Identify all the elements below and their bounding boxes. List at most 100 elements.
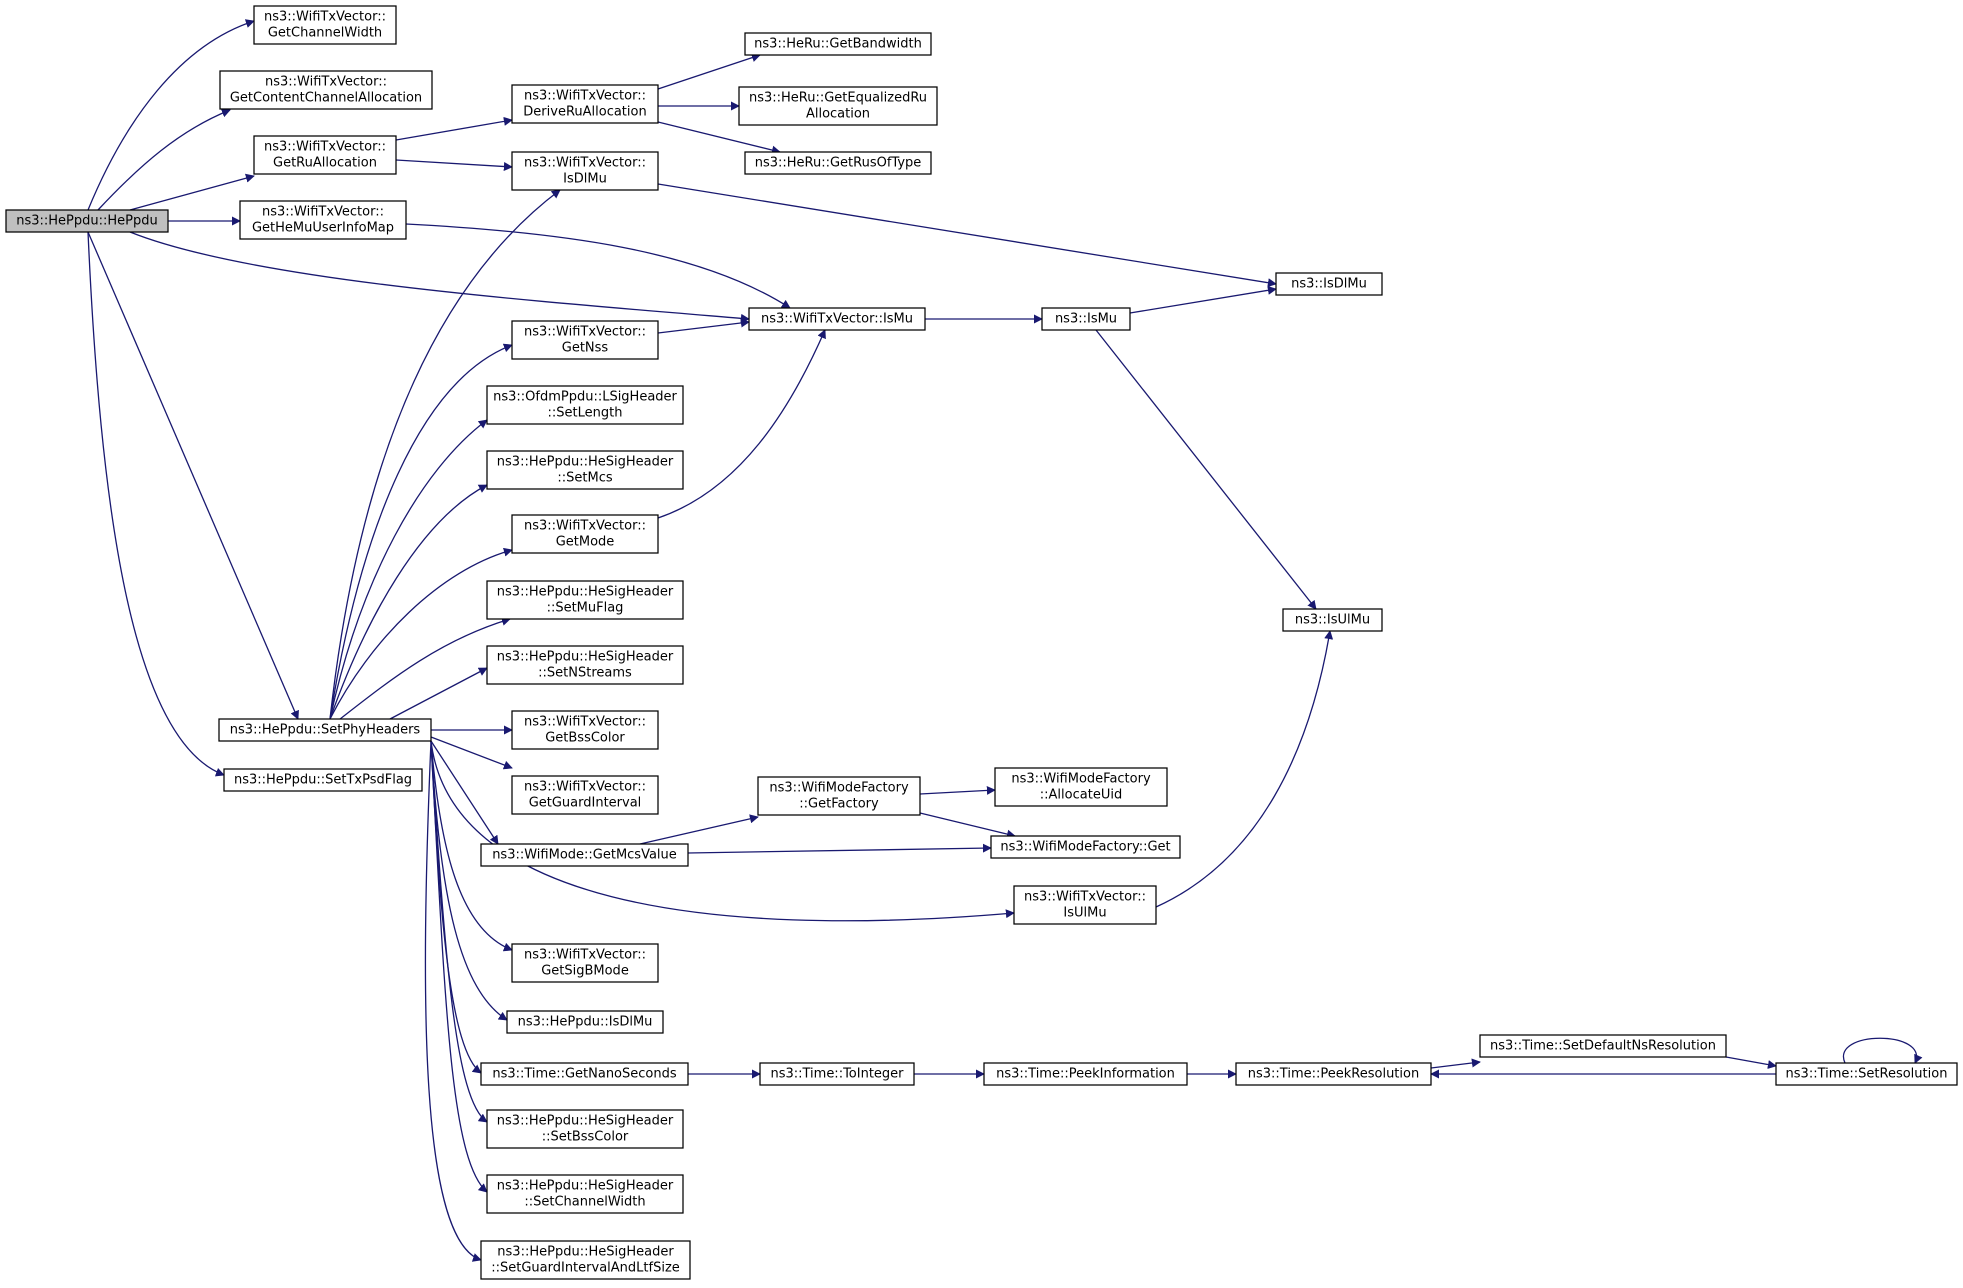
node-label: ns3::IsDlMu bbox=[1291, 277, 1367, 292]
edge-sph-to-gnano bbox=[430, 740, 482, 1074]
node-setmuf[interactable]: ns3::HePpdu::HeSigHeader::SetMuFlag bbox=[486, 580, 684, 620]
node-box bbox=[1775, 1062, 1958, 1086]
edge-grua-to-isdlmu-tx bbox=[395, 159, 513, 172]
node-gnano[interactable]: ns3::Time::GetNanoSeconds bbox=[480, 1062, 689, 1086]
node-label: ns3::WifiMode::GetMcsValue bbox=[492, 848, 677, 863]
node-label: ns3::WifiTxVector:: bbox=[524, 519, 646, 534]
node-setchw[interactable]: ns3::HePpdu::HeSigHeader::SetChannelWidt… bbox=[486, 1174, 684, 1214]
edge-gmcsv-to-wmfget bbox=[687, 843, 992, 854]
node-label: ns3::HeRu::GetBandwidth bbox=[754, 37, 922, 52]
node-box bbox=[506, 1010, 664, 1034]
node-toint[interactable]: ns3::Time::ToInteger bbox=[759, 1062, 915, 1086]
node-box bbox=[223, 768, 423, 792]
node-label: ::SetChannelWidth bbox=[524, 1195, 645, 1210]
node-isdlmu-tx[interactable]: ns3::WifiTxVector::IsDlMu bbox=[511, 151, 659, 191]
edge-drua-to-gbw bbox=[657, 53, 761, 90]
node-label: ns3::Time::SetResolution bbox=[1786, 1067, 1948, 1082]
node-hpisdl[interactable]: ns3::HePpdu::IsDlMu bbox=[506, 1010, 664, 1034]
node-drua[interactable]: ns3::WifiTxVector::DeriveRuAllocation bbox=[511, 84, 659, 124]
node-peekres[interactable]: ns3::Time::PeekResolution bbox=[1235, 1062, 1432, 1086]
node-box bbox=[480, 1062, 689, 1086]
node-gcca[interactable]: ns3::WifiTxVector::GetContentChannelAllo… bbox=[219, 70, 433, 110]
edge-sph-to-gmode bbox=[329, 547, 513, 720]
node-box bbox=[744, 151, 932, 175]
node-box bbox=[511, 943, 659, 983]
edge-ismu-to-isdlmu bbox=[1129, 285, 1277, 314]
node-label: ::SetNStreams bbox=[538, 666, 632, 681]
node-box bbox=[757, 776, 921, 816]
edge-gmode-to-ismu-tx bbox=[657, 329, 826, 519]
node-box bbox=[486, 645, 684, 685]
node-setbssc[interactable]: ns3::HePpdu::HeSigHeader::SetBssColor bbox=[486, 1109, 684, 1149]
node-box bbox=[744, 32, 932, 56]
edge-sph-to-setmuf bbox=[339, 617, 511, 720]
edge-drua-to-grot bbox=[657, 121, 781, 155]
node-box bbox=[253, 135, 397, 175]
node-label: ns3::OfdmPpdu::LSigHeader bbox=[493, 390, 677, 405]
node-label: ns3::Time::ToInteger bbox=[770, 1067, 904, 1082]
node-sph[interactable]: ns3::HePpdu::SetPhyHeaders bbox=[218, 718, 432, 742]
node-peekinfo[interactable]: ns3::Time::PeekInformation bbox=[983, 1062, 1188, 1086]
node-box bbox=[486, 1174, 684, 1214]
node-alloc[interactable]: ns3::WifiModeFactory::AllocateUid bbox=[994, 767, 1168, 807]
node-box bbox=[480, 1240, 691, 1280]
node-ismu[interactable]: ns3::IsMu bbox=[1041, 307, 1131, 331]
node-box bbox=[486, 385, 684, 425]
node-box bbox=[994, 767, 1168, 807]
node-box bbox=[218, 718, 432, 742]
edge-sph-to-setlen bbox=[329, 419, 488, 720]
node-isulmu[interactable]: ns3::IsUlMu bbox=[1282, 608, 1383, 632]
node-gcw[interactable]: ns3::WifiTxVector::GetChannelWidth bbox=[253, 5, 397, 45]
node-box bbox=[1013, 885, 1157, 925]
node-label: ::SetBssColor bbox=[542, 1130, 629, 1145]
node-label: ns3::WifiTxVector:: bbox=[524, 325, 646, 340]
node-label: ns3::WifiTxVector:: bbox=[524, 89, 646, 104]
node-setres[interactable]: ns3::Time::SetResolution bbox=[1775, 1062, 1958, 1086]
node-wmfget[interactable]: ns3::WifiModeFactory::Get bbox=[990, 835, 1181, 859]
node-box bbox=[486, 580, 684, 620]
node-stpsd[interactable]: ns3::HePpdu::SetTxPsdFlag bbox=[223, 768, 423, 792]
edge-isdlmu-tx-to-isdlmu bbox=[657, 183, 1277, 288]
node-root[interactable]: ns3::HePpdu::HePpdu bbox=[5, 209, 169, 233]
edge-setres-to-setres bbox=[1842, 1037, 1923, 1064]
node-setgi[interactable]: ns3::HePpdu::HeSigHeader::SetGuardInterv… bbox=[480, 1240, 691, 1280]
node-label: ns3::HePpdu::SetTxPsdFlag bbox=[234, 773, 412, 788]
node-ggi[interactable]: ns3::WifiTxVector::GetGuardInterval bbox=[511, 775, 659, 815]
node-gfact[interactable]: ns3::WifiModeFactory::GetFactory bbox=[757, 776, 921, 816]
node-label: ns3::HeRu::GetEqualizedRu bbox=[749, 91, 927, 106]
edge-ghemu-to-ismu-tx bbox=[405, 223, 791, 309]
node-setlen[interactable]: ns3::OfdmPpdu::LSigHeader::SetLength bbox=[486, 385, 684, 425]
node-label: IsDlMu bbox=[563, 172, 607, 187]
node-isulmu-tx[interactable]: ns3::WifiTxVector::IsUlMu bbox=[1013, 885, 1157, 925]
node-isdlmu[interactable]: ns3::IsDlMu bbox=[1275, 272, 1383, 296]
node-ismu-tx[interactable]: ns3::WifiTxVector::IsMu bbox=[748, 307, 926, 331]
edge-sph-to-gnss bbox=[329, 343, 513, 720]
node-label: ns3::WifiTxVector:: bbox=[1024, 890, 1146, 905]
node-gsigb[interactable]: ns3::WifiTxVector::GetSigBMode bbox=[511, 943, 659, 983]
node-label: ns3::WifiTxVector:: bbox=[264, 10, 386, 25]
node-label: ns3::HePpdu::HePpdu bbox=[16, 214, 158, 229]
edge-setdef-to-setres bbox=[1725, 1056, 1777, 1069]
node-gbw[interactable]: ns3::HeRu::GetBandwidth bbox=[744, 32, 932, 56]
node-gnss[interactable]: ns3::WifiTxVector::GetNss bbox=[511, 320, 659, 360]
node-label: ns3::WifiTxVector:: bbox=[262, 205, 384, 220]
node-box bbox=[219, 70, 433, 110]
node-label: ns3::Time::PeekResolution bbox=[1248, 1067, 1419, 1082]
node-grot[interactable]: ns3::HeRu::GetRusOfType bbox=[744, 151, 932, 175]
node-gmode[interactable]: ns3::WifiTxVector::GetMode bbox=[511, 514, 659, 554]
node-label: ns3::WifiTxVector:: bbox=[524, 948, 646, 963]
node-gbss[interactable]: ns3::WifiTxVector::GetBssColor bbox=[511, 710, 659, 750]
node-label: ns3::WifiTxVector:: bbox=[524, 156, 646, 171]
node-setdef[interactable]: ns3::Time::SetDefaultNsResolution bbox=[1479, 1034, 1727, 1058]
node-ghemu[interactable]: ns3::WifiTxVector::GetHeMuUserInfoMap bbox=[239, 200, 407, 240]
node-label: ns3::WifiModeFactory bbox=[1011, 772, 1151, 787]
node-box bbox=[738, 86, 938, 126]
node-gmcsv[interactable]: ns3::WifiMode::GetMcsValue bbox=[480, 843, 689, 867]
node-setmcs[interactable]: ns3::HePpdu::HeSigHeader::SetMcs bbox=[486, 450, 684, 490]
node-label: IsUlMu bbox=[1063, 906, 1106, 921]
node-setnst[interactable]: ns3::HePpdu::HeSigHeader::SetNStreams bbox=[486, 645, 684, 685]
edge-sph-to-isulmu-tx bbox=[430, 740, 1015, 922]
node-grua[interactable]: ns3::WifiTxVector::GetRuAllocation bbox=[253, 135, 397, 175]
edge-sph-to-setbssc bbox=[430, 740, 488, 1123]
